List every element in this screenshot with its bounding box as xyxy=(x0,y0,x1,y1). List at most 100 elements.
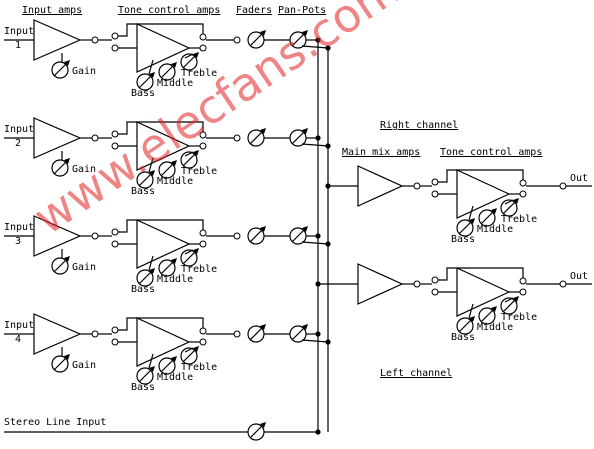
tone-amp-triangle xyxy=(136,23,191,73)
tone-amp-triangle xyxy=(456,267,511,317)
pot-arrowhead xyxy=(260,30,266,36)
bass-pot-icon xyxy=(456,218,475,237)
pot-arrowhead xyxy=(193,248,199,254)
bass-label: Bass xyxy=(451,332,475,343)
pan-pot-icon xyxy=(289,128,308,147)
pot-arrowhead xyxy=(64,354,70,360)
pot-arrowhead xyxy=(193,52,199,58)
middle-label: Middle xyxy=(157,176,193,187)
tone-bypass-contact xyxy=(431,190,439,198)
pot-arrowhead xyxy=(171,160,177,166)
pot-arrowhead xyxy=(193,346,199,352)
output-jack xyxy=(559,182,567,190)
output-jack xyxy=(559,280,567,288)
gain-label: Gain xyxy=(72,66,96,77)
input-amp-triangle xyxy=(33,117,82,159)
tone-out-contact-b xyxy=(519,190,527,198)
pot-arrowhead xyxy=(64,256,70,262)
gain-label: Gain xyxy=(72,360,96,371)
middle-label: Middle xyxy=(477,322,513,333)
input-channels: Input1GainBassMiddleTrebleInput2GainBass… xyxy=(4,19,331,441)
input-label: Input xyxy=(4,124,34,135)
pot-arrowhead xyxy=(302,30,308,36)
tone-feedback-wire xyxy=(118,121,204,135)
tone-bypass-contact xyxy=(111,338,119,346)
tone-amp-triangle xyxy=(136,317,191,367)
bass-label: Bass xyxy=(451,234,475,245)
pot-link xyxy=(184,151,194,157)
mix-switch-contact xyxy=(413,182,421,190)
pot-arrowhead xyxy=(149,366,155,372)
tone-out-contact-a xyxy=(519,277,527,285)
fader-pot-icon xyxy=(247,30,266,49)
pot-arrowhead xyxy=(302,128,308,134)
input-amp-triangle xyxy=(33,215,82,257)
input-label: Input xyxy=(4,26,34,37)
header-left-channel: Left channel xyxy=(380,368,452,379)
treble-label: Treble xyxy=(181,264,217,275)
pot-arrowhead xyxy=(149,268,155,274)
pan-to-bus-wire xyxy=(301,45,329,49)
tone-out-contact-b xyxy=(199,338,207,346)
pot-arrowhead xyxy=(260,422,266,428)
middle-pot-icon xyxy=(158,160,177,179)
pot-link xyxy=(504,297,514,303)
pot-arrowhead xyxy=(491,306,497,312)
pan-pot-icon xyxy=(289,226,308,245)
pot-link xyxy=(148,157,154,173)
tone-bypass-contact xyxy=(111,44,119,52)
bass-label: Bass xyxy=(131,186,155,197)
pot-arrowhead xyxy=(193,150,199,156)
middle-label: Middle xyxy=(157,372,193,383)
gain-label: Gain xyxy=(72,262,96,273)
stereo-line-input-label: Stereo Line Input xyxy=(4,417,106,428)
bass-label: Bass xyxy=(131,88,155,99)
treble-label: Treble xyxy=(501,312,537,323)
pot-link xyxy=(468,205,474,221)
tone-bypass-contact xyxy=(111,240,119,248)
pot-arrowhead xyxy=(491,208,497,214)
pot-arrowhead xyxy=(171,258,177,264)
tone-out-contact-a xyxy=(519,179,527,187)
header-tone-control-amps-right: Tone control amps xyxy=(440,147,542,158)
bass-pot-icon xyxy=(136,170,155,189)
input-switch-contact xyxy=(91,36,99,44)
pot-arrowhead xyxy=(149,170,155,176)
pot-arrowhead xyxy=(171,356,177,362)
pot-arrowhead xyxy=(469,218,475,224)
pot-link xyxy=(148,255,154,271)
pot-arrowhead xyxy=(302,226,308,232)
middle-label: Middle xyxy=(477,224,513,235)
input-label: Input xyxy=(4,222,34,233)
pot-arrowhead xyxy=(302,324,308,330)
pot-link xyxy=(148,59,154,75)
pot-arrowhead xyxy=(260,128,266,134)
junction-dot xyxy=(315,281,321,287)
gain-pot-icon xyxy=(51,354,70,373)
stereo-fader-pot-icon xyxy=(247,422,266,441)
header-tone-control-amps: Tone control amps xyxy=(118,5,220,16)
tone-input-contact xyxy=(431,276,439,284)
pot-arrowhead xyxy=(260,324,266,330)
tone-out-contact-b xyxy=(199,240,207,248)
pot-arrowhead xyxy=(171,62,177,68)
header-pan-pots: Pan-Pots xyxy=(278,5,326,16)
pot-arrowhead xyxy=(469,316,475,322)
bass-pot-icon xyxy=(136,268,155,287)
out-label-left: Out xyxy=(570,271,588,282)
input-number: 1 xyxy=(15,40,21,51)
middle-pot-icon xyxy=(158,258,177,277)
pot-link xyxy=(148,353,154,369)
pan-to-bus-wire xyxy=(301,143,329,147)
pot-arrowhead xyxy=(149,72,155,78)
pot-link xyxy=(504,199,514,205)
pan-pot-icon xyxy=(289,324,308,343)
main-mix-amp-triangle xyxy=(357,165,404,207)
